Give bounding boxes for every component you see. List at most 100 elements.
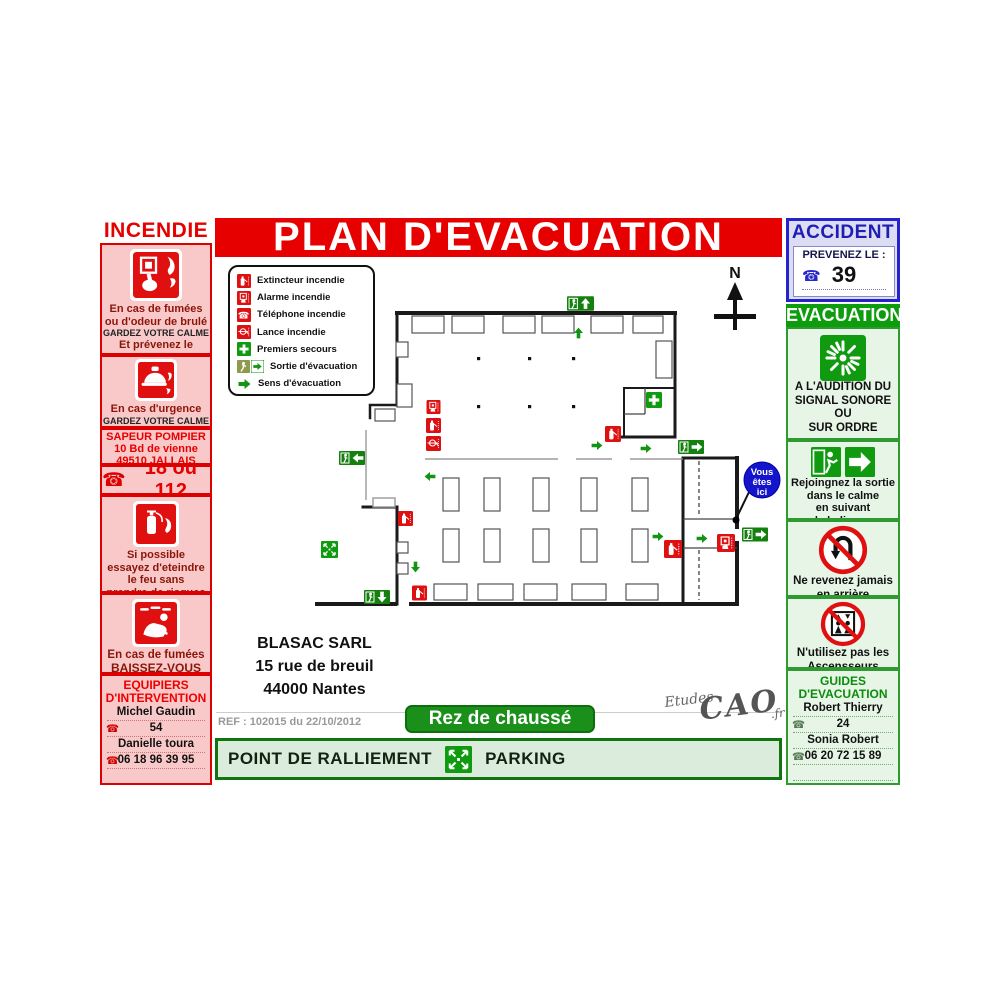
guide-name: Sonia Robert: [793, 733, 893, 749]
phone-icon: ☎: [792, 782, 805, 783]
accident-box: ACCIDENT PREVENEZ LE : ☎ 39: [786, 218, 900, 302]
fire-hose-icon: [426, 436, 441, 451]
accident-header: ACCIDENT: [791, 222, 895, 243]
crouch-line-1: En cas de fumées: [107, 649, 205, 661]
phone-icon: ☎: [792, 719, 806, 731]
phone-icon: ☎: [802, 267, 821, 285]
equipier-phone: ☎54: [106, 721, 205, 737]
assembly-point-icon: [445, 746, 472, 773]
svg-text:Vous: Vous: [751, 467, 774, 478]
exit-sign-icon: [237, 360, 264, 374]
columns: [477, 357, 576, 409]
svg-text:ici: ici: [757, 487, 768, 498]
guides-title-2: D'EVACUATION: [798, 687, 888, 701]
rejoindre-box: Rejoingnez la sortie dans le calme en su…: [786, 440, 900, 520]
smoke-notify: Et prévenez le: [119, 339, 193, 351]
urgence-instruction-box: En cas d'urgence GARDEZ VOTRE CALME Et p…: [100, 355, 212, 428]
extinguish-instruction-box: Si possible essayez d'eteindre le feu sa…: [100, 495, 212, 593]
svg-text:êtes: êtes: [752, 477, 771, 488]
legend-row: Sortie d'évacuation: [237, 358, 373, 375]
equipier-name: Michel Gaudin: [107, 705, 205, 721]
right-panel: ACCIDENT PREVENEZ LE : ☎ 39 EVACUATION: [786, 218, 902, 785]
smoke-line-1: En cas de fumées: [109, 303, 203, 315]
pompier-city: 49510 JALLAIS: [116, 455, 196, 465]
no-u-turn-icon: [788, 525, 898, 575]
pompier-box: SAPEUR POMPIER 10 Bd de vienne 49510 JAL…: [100, 428, 212, 465]
pompier-street: 10 Bd de vienne: [114, 443, 198, 455]
extinguish-line-3: le feu sans: [127, 574, 185, 586]
legend-row: Extincteur incendie: [237, 272, 373, 289]
guide-phone: ☎: [792, 781, 893, 783]
company-street: 15 rue de breuil: [255, 658, 374, 675]
rejoindre-line-3: en suivant: [815, 502, 871, 514]
siren-icon: [788, 335, 898, 381]
exit-man-icon: [811, 447, 841, 477]
direction-arrow-icon: [591, 441, 603, 450]
equipiers-title-2: D'INTERVENTION: [105, 691, 207, 705]
direction-arrow-icon: [640, 444, 652, 453]
phone-icon: ☎: [792, 751, 806, 763]
incendie-panel: INCENDIE En cas de fumées ou d'odeur: [100, 218, 212, 785]
inner-walls: [624, 388, 737, 600]
north-arrow: N: [714, 265, 756, 330]
equipment-icons: [321, 392, 735, 601]
fire-extinguisher-icon: [133, 501, 179, 547]
legend-row: Premiers secours: [237, 341, 373, 358]
audition-line-2: SIGNAL SONORE: [794, 394, 892, 407]
extinguisher-icon: [412, 585, 427, 601]
legend-row: Alarme incendie: [237, 289, 373, 306]
extinguisher-icon: [664, 540, 682, 558]
no-return-line-2: en arrière: [816, 588, 870, 597]
audition-line-1: A L'AUDITION DU: [794, 381, 892, 393]
guide-phone: ☎24: [792, 717, 893, 733]
smoke-calm: GARDEZ VOTRE CALME: [102, 328, 209, 338]
legend-row: Lance incendie: [237, 324, 373, 341]
floor-label: Rez de chaussé: [405, 705, 595, 733]
urgence-calm: GARDEZ VOTRE CALME: [102, 415, 209, 426]
incendie-header: INCENDIE: [103, 219, 209, 242]
accident-number: 39: [831, 262, 857, 287]
etudes-cao-logo: Etudes CAO .fr: [663, 683, 786, 728]
no-elevator-box: N'utilisez pas les Ascensseurs: [786, 597, 900, 669]
guide-name: Robert Thierry: [793, 701, 893, 717]
fire-alarm-icon: [426, 400, 441, 414]
smoke-instruction-box: En cas de fumées ou d'odeur de brulé GAR…: [100, 243, 212, 355]
audition-line-4: SUR ORDRE: [808, 421, 878, 434]
north-label: N: [729, 265, 741, 282]
reference-text: REF : 102015 du 22/10/2012: [218, 716, 362, 728]
phone-icon: ☎: [106, 723, 120, 735]
extinguisher-icon: [398, 511, 413, 526]
equipier-phone: ☎06 18 96 39 95: [106, 753, 205, 769]
no-return-line-1: Ne revenez jamais: [793, 575, 893, 587]
accident-number-row: ☎ 39: [802, 263, 886, 290]
rejoindre-line-4: le balisage: [788, 515, 898, 519]
parking-label: PARKING: [485, 749, 566, 768]
direction-arrow-icon: [424, 472, 436, 481]
firefighter-helmet-icon: [135, 359, 177, 401]
manual-call-point-icon: [130, 249, 182, 301]
extinguisher-icon: [426, 418, 441, 433]
no-elevator-line-2: Ascensseurs: [807, 660, 879, 669]
accident-inner-box: PREVENEZ LE : ☎ 39: [793, 246, 895, 297]
legend-row: Sens d'évacuation: [237, 375, 373, 392]
audition-box: A L'AUDITION DU SIGNAL SONORE OU SUR ORD…: [786, 327, 900, 440]
guide-phone: ☎06 20 72 15 89: [792, 749, 893, 765]
guides-title-1: GUIDES: [819, 674, 866, 688]
crouch-instruction-box: En cas de fumées BAISSEZ-VOUS: [100, 593, 212, 674]
first-aid-icon: [646, 392, 662, 408]
equipiers-title-1: EQUIPIERS: [123, 678, 189, 692]
floor-plan: N Vous êtes ici: [315, 265, 781, 606]
fire-hose-icon: [237, 325, 251, 339]
crouch-under-smoke-icon: [132, 599, 180, 647]
first-aid-icon: [237, 342, 251, 356]
direction-arrow-icon: [696, 534, 708, 543]
guide-name: [793, 765, 893, 781]
phone-icon: ☎: [102, 469, 126, 491]
direction-arrow-icon: [237, 379, 252, 389]
no-return-box: Ne revenez jamais en arrière: [786, 520, 900, 597]
company-city: 44000 Nantes: [263, 681, 366, 698]
urgence-line: En cas d'urgence: [110, 403, 202, 415]
page-title: PLAN D'EVACUATION: [273, 215, 724, 259]
assembly-point-icon: [321, 541, 338, 558]
title-bar: PLAN D'EVACUATION: [215, 215, 782, 259]
